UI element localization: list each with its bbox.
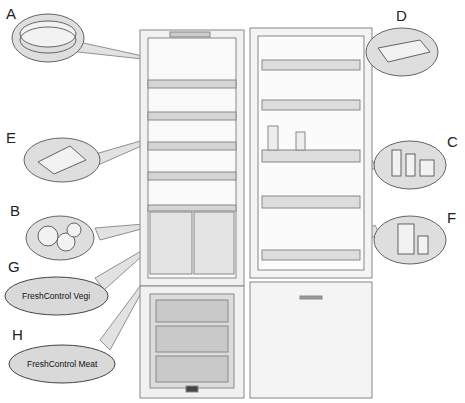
callout-letter: C <box>447 134 458 149</box>
shelf <box>148 205 236 211</box>
vegetables-callout <box>26 216 94 260</box>
callout-letter: D <box>396 8 407 23</box>
freezer-door <box>250 282 372 398</box>
vegetable <box>38 226 58 246</box>
callout-letter: E <box>6 130 16 145</box>
bottle <box>406 154 415 176</box>
cheese <box>38 146 86 174</box>
freezer-drawer <box>156 326 228 352</box>
vegetable <box>67 223 81 237</box>
drawer <box>194 212 234 274</box>
egg-tray <box>378 40 430 62</box>
door-bin <box>262 100 360 110</box>
door-bin <box>262 60 360 70</box>
egg-tray-callout <box>366 28 438 76</box>
callout-letter: F <box>447 210 456 225</box>
ellipse-label: FreshControl Meat <box>27 359 97 369</box>
callout-letter: A <box>6 6 16 21</box>
handle <box>300 296 322 299</box>
bottle <box>392 150 401 176</box>
shelf <box>148 142 236 150</box>
plate <box>20 27 76 53</box>
door-bin <box>262 150 360 162</box>
shelf <box>148 172 236 180</box>
carton-callout <box>374 216 446 264</box>
bottle <box>296 132 305 150</box>
freezer-cabinet <box>140 286 244 398</box>
door-bin <box>262 196 360 208</box>
control-panel <box>170 32 210 37</box>
shelf <box>148 80 236 88</box>
callout-ellipse: GFreshControl Vegi <box>4 276 109 316</box>
callout-letter: G <box>8 259 20 274</box>
drawer <box>150 212 192 274</box>
freezer-interior <box>150 294 234 388</box>
plate <box>20 21 76 47</box>
freezer-drawer <box>156 356 228 382</box>
shelf <box>148 112 236 120</box>
handle <box>186 386 198 392</box>
cup <box>418 236 428 254</box>
jar <box>420 160 434 176</box>
door-bin <box>262 250 360 260</box>
bottles-callout <box>374 141 446 189</box>
callout-ellipse: HFreshControl Meat <box>8 344 116 384</box>
plates-callout <box>12 14 84 62</box>
fridge-door <box>250 28 372 278</box>
callout-letter: H <box>12 327 23 342</box>
door-liner <box>258 36 364 270</box>
ellipse-label: FreshControl Vegi <box>22 291 90 301</box>
bottle <box>268 126 278 150</box>
freezer-drawer <box>156 300 228 322</box>
carton <box>398 224 414 254</box>
fridge-interior <box>148 38 236 278</box>
fridge-cabinet <box>140 30 244 286</box>
cheese-callout <box>24 138 100 182</box>
callout-letter: B <box>10 203 20 218</box>
